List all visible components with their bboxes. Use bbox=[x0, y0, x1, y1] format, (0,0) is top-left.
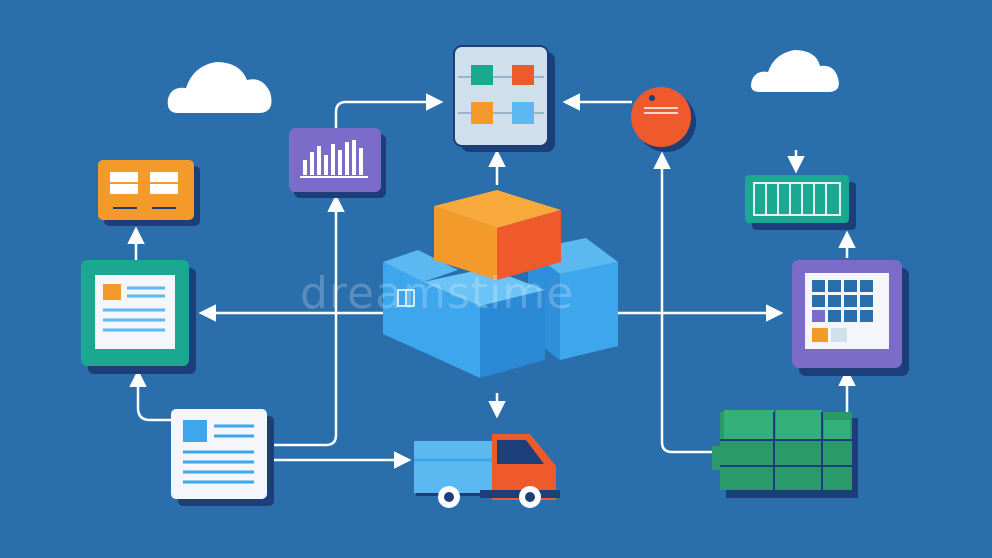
connector-arrows bbox=[127, 93, 856, 469]
cloud-icon bbox=[167, 62, 272, 113]
shelf-icon bbox=[745, 175, 856, 230]
cloud-icon bbox=[751, 50, 839, 92]
document-icon bbox=[81, 260, 196, 374]
invoice-icon bbox=[171, 409, 274, 506]
arrow-invoice-to-chart bbox=[266, 194, 345, 447]
pallet-stack-icon bbox=[712, 410, 858, 498]
folder-icon bbox=[98, 160, 200, 226]
spreadsheet-icon bbox=[792, 260, 909, 376]
arrow-pallets-to-tag bbox=[653, 151, 714, 454]
arrow-invoice-to-doc bbox=[129, 369, 174, 422]
tag-icon bbox=[631, 87, 696, 152]
boxes-icon bbox=[383, 190, 618, 378]
bar-chart-icon bbox=[289, 128, 386, 198]
arrow-chart-to-dashboard bbox=[334, 93, 444, 128]
grid-dashboard-icon bbox=[453, 45, 555, 152]
delivery-truck-icon bbox=[414, 434, 560, 508]
